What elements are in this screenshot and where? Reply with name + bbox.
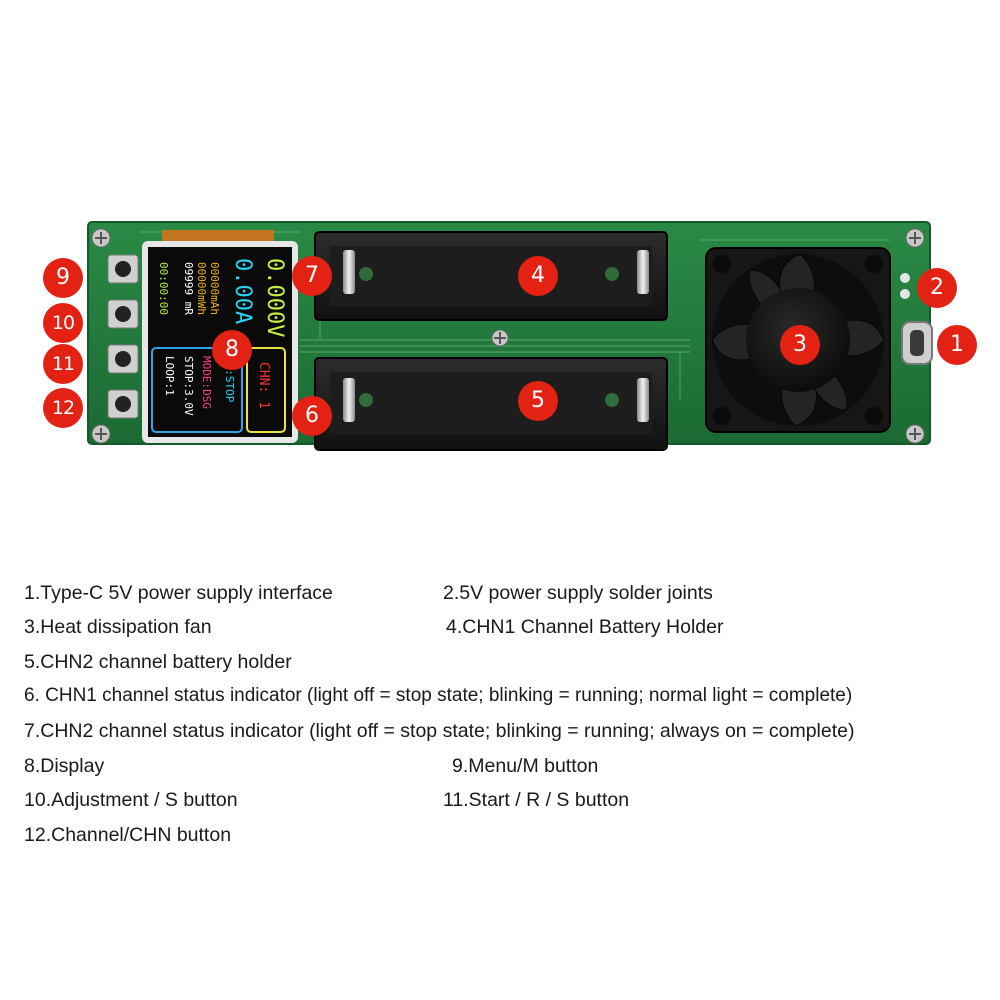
marker-12: 12 bbox=[43, 388, 83, 428]
marker-4: 4 bbox=[518, 256, 558, 296]
display-time: 00:00:00 bbox=[157, 262, 170, 315]
display-loop: LOOP:1 bbox=[163, 356, 176, 396]
battery-holder-chn1 bbox=[314, 231, 668, 321]
legend-item-6: 6. CHN1 channel status indicator (light … bbox=[24, 685, 853, 706]
legend-item-2: 2.5V power supply solder joints bbox=[443, 582, 713, 604]
type-c-port bbox=[901, 321, 933, 365]
display-current: 0.00A bbox=[230, 258, 255, 324]
legend-item-8: 8.Display bbox=[24, 755, 105, 777]
battery-tester-board-photo: 0.000V 0.00A 00000mAh 00000mWh 09999 mR … bbox=[87, 221, 933, 451]
legend-item-12: 12.Channel/CHN button bbox=[24, 824, 232, 846]
legend-item-1: 1.Type-C 5V power supply interface bbox=[24, 582, 333, 604]
marker-8: 8 bbox=[212, 330, 252, 370]
marker-6: 6 bbox=[292, 396, 332, 436]
marker-11: 11 bbox=[43, 344, 83, 384]
display-stop: STOP:3.0V bbox=[182, 356, 195, 416]
legend-item-5: 5.CHN2 channel battery holder bbox=[24, 651, 292, 673]
marker-2: 2 bbox=[917, 268, 957, 308]
marker-5: 5 bbox=[518, 381, 558, 421]
mounting-screw-icon bbox=[91, 228, 925, 444]
marker-3: 3 bbox=[780, 325, 820, 365]
battery-holder-chn2 bbox=[314, 357, 668, 451]
legend-item-11: 11.Start / R / S button bbox=[443, 789, 630, 811]
display-resistance: 09999 mR bbox=[182, 262, 195, 315]
legend-item-10: 10.Adjustment / S button bbox=[24, 789, 238, 811]
legend-item-9: 9.Menu/M button bbox=[452, 755, 599, 777]
solder-pads bbox=[900, 273, 910, 299]
display-voltage: 0.000V bbox=[262, 258, 287, 337]
display-mah: 00000mAh bbox=[208, 262, 221, 315]
display-mode: MODE:DSG bbox=[200, 356, 213, 409]
tactile-buttons bbox=[107, 254, 139, 419]
marker-10: 10 bbox=[43, 303, 83, 343]
display-mwh: 00000mWh bbox=[195, 262, 208, 315]
legend-item-3: 3.Heat dissipation fan bbox=[24, 616, 212, 638]
marker-9: 9 bbox=[43, 258, 83, 298]
display-channel: CHN: 1 bbox=[256, 362, 271, 409]
legend-item-4: 4.CHN1 Channel Battery Holder bbox=[446, 616, 724, 638]
marker-7: 7 bbox=[292, 256, 332, 296]
legend-item-7: 7.CHN2 channel status indicator (light o… bbox=[24, 720, 855, 742]
marker-1: 1 bbox=[937, 325, 977, 365]
